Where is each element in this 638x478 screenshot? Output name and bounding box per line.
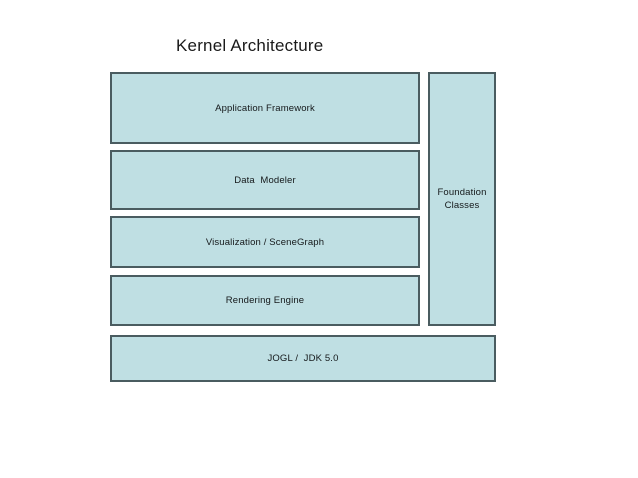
- layer-label-rendering-engine: Rendering Engine: [225, 295, 305, 306]
- layer-box-visualization-scenegraph: Visualization / SceneGraph: [110, 216, 420, 268]
- layer-box-application-framework: Application Framework: [110, 72, 420, 144]
- layer-box-foundation-classes: Foundation Classes: [428, 72, 496, 326]
- layer-label-visualization-scenegraph: Visualization / SceneGraph: [205, 236, 325, 248]
- layer-box-platform: JOGL / JDK 5.0: [110, 335, 496, 382]
- layer-box-data-modeler: Data Modeler: [110, 150, 420, 210]
- layer-label-application-framework: Application Framework: [215, 102, 315, 114]
- layer-label-foundation-classes: Foundation Classes: [437, 187, 487, 211]
- layer-box-rendering-engine: Rendering Engine: [110, 275, 420, 326]
- layer-label-data-modeler: Data Modeler: [234, 174, 296, 186]
- page-title: Kernel Architecture: [176, 36, 324, 55]
- layer-label-platform: JOGL / JDK 5.0: [267, 353, 339, 364]
